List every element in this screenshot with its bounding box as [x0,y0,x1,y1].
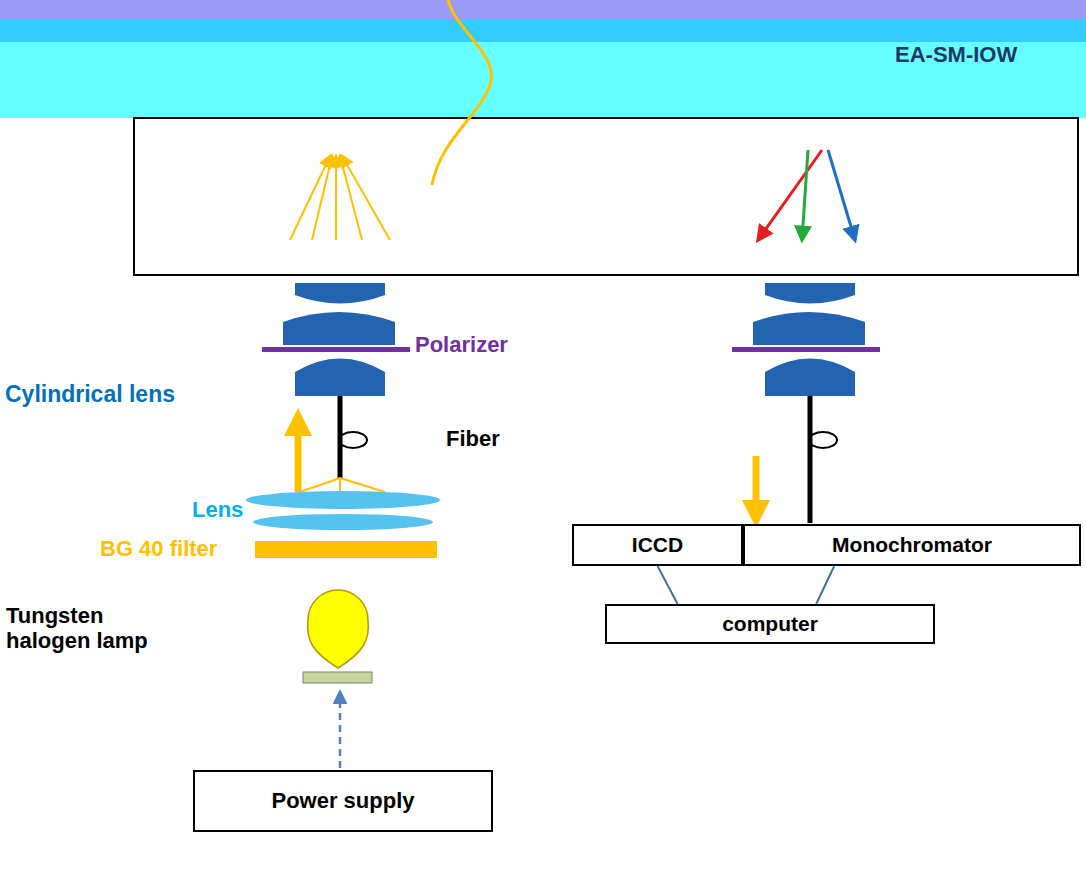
lens-label: Cylindrical lens [5,381,175,407]
lens-element [295,283,385,304]
signal-cable [816,566,834,604]
fiber [808,396,813,523]
cylindrical-lens [765,359,855,397]
light-arrow [295,422,302,492]
cylindrical-lens [295,359,385,397]
node-text: computer [722,612,818,636]
fiber-loop [809,432,837,448]
node-text: Power supply [271,788,414,813]
condenser-lens [246,491,440,509]
power-supply-box: Power supply [193,770,493,832]
lamp-label: Tungsten halogen lamp [6,603,176,654]
power-arrow [339,692,342,768]
polarizer-plate [732,347,880,352]
red-ray [758,150,822,240]
detector-box: ICCD [572,524,743,566]
light-arrow [753,456,760,514]
lens-element [765,283,855,304]
signal-cable [658,566,678,604]
ray [290,156,330,240]
mode-profile [432,0,491,185]
lens-element [283,312,395,345]
ray [335,156,337,240]
lamp-base [303,672,372,683]
bg40-filter [255,541,437,558]
ray [340,156,362,240]
film-band [0,20,1086,42]
ray [300,478,340,492]
substrate [134,118,1078,275]
ray [339,478,341,492]
incoupling-rays [290,156,390,240]
ray [312,156,332,240]
node-text: Monochromator [832,533,992,557]
green-ray [802,150,808,240]
lens-label: Lens [192,497,243,522]
fiber-label: Fiber [446,426,500,451]
cover-band [0,0,1086,20]
condenser-lens [253,514,433,530]
polarizer-label: Polarizer [415,332,508,357]
ray [340,478,385,492]
input-optics [262,283,410,396]
monochromator-box: Monochromator [743,524,1081,566]
lens-element [753,312,865,345]
output-optics [732,283,880,396]
lamp-bulb [308,590,369,668]
node-text: ICCD [632,533,683,557]
filter-label: BG 40 filter [100,536,217,561]
fiber-loop [339,432,367,448]
waveguide-band: EA-SM-IOW [0,38,1086,72]
blue-ray [828,150,855,240]
ray [342,156,390,240]
node-text: EA-SM-IOW [895,42,1017,67]
focus-rays [300,478,385,492]
polarizer-plate [262,347,410,352]
computer-box: computer [605,604,935,644]
guide-band [0,42,1086,118]
